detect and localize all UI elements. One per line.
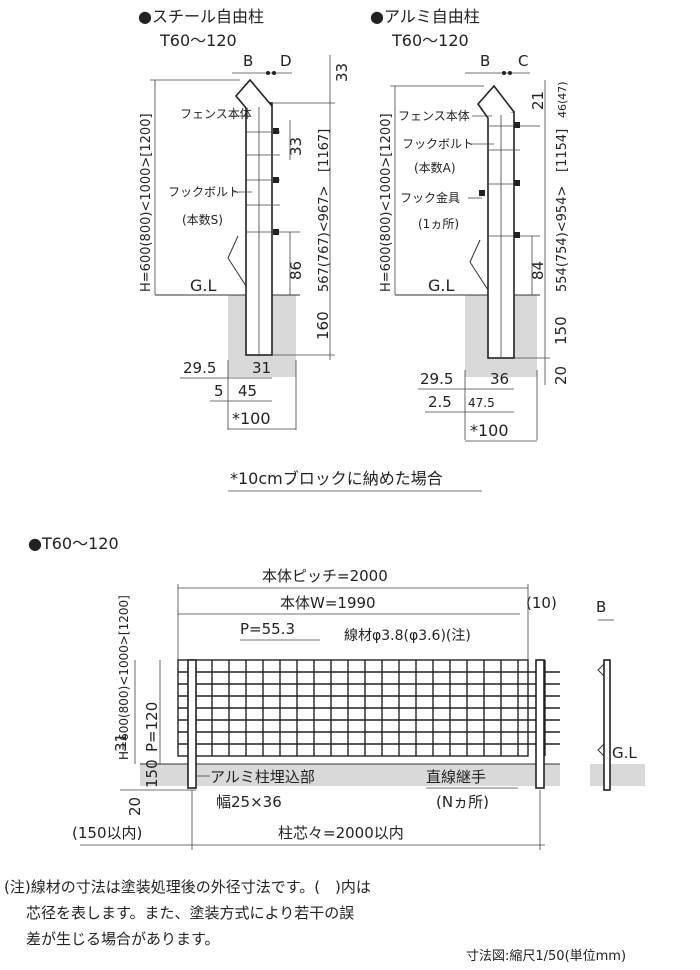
front-center-span: 柱芯々=2000以内 xyxy=(278,824,404,842)
steel-label-d: D xyxy=(280,52,292,70)
alumi-dim-46: 46(47) xyxy=(556,81,569,118)
alumi-label-b: B xyxy=(480,52,490,70)
steel-dim-160: 160 xyxy=(314,311,332,340)
steel-dim-1167: [1167] xyxy=(317,129,332,172)
front-side-gl: G.L xyxy=(612,744,637,762)
steel-label-hook-count: (本数S) xyxy=(182,212,223,227)
steel-label-hook-bolt: フックボルト xyxy=(168,185,240,199)
front-dim-150: 150 xyxy=(143,759,161,788)
front-view: ●T60〜120 本体ピッチ=2000 本体W=1990 (10) P=55.3… xyxy=(28,534,645,850)
alumi-label-c: C xyxy=(518,52,528,70)
front-side-b: B xyxy=(596,598,606,616)
front-post-size: 幅25×36 xyxy=(216,793,282,811)
steel-label-gl: G.L xyxy=(190,276,216,295)
steel-label-b: B xyxy=(243,52,253,70)
front-left-span: (150以内) xyxy=(72,824,142,842)
note-line-3: 差が生じる場合があります。 xyxy=(26,930,220,948)
front-joint: 直線継手 xyxy=(426,768,486,786)
alumi-label-hook-bolt: フックボルト xyxy=(402,137,474,151)
alumi-label-hook-fitting: フック金具 xyxy=(400,190,460,205)
front-width: 本体W=1990 xyxy=(280,594,376,612)
front-pitch-p: P=55.3 xyxy=(240,620,295,638)
alumi-dim-1154: [1154] xyxy=(555,129,570,172)
front-title: ●T60〜120 xyxy=(28,534,119,553)
alumi-label-fence-body: フェンス本体 xyxy=(398,109,470,123)
alumi-dim-47-5: 47.5 xyxy=(468,396,495,410)
steel-dim-31: 31 xyxy=(252,359,271,377)
alumi-label-gl: G.L xyxy=(428,276,454,295)
steel-title: ●スチール自由柱 xyxy=(138,7,264,26)
alumi-height-label: H=600(800)<1000>[1200] xyxy=(379,113,394,292)
alumi-label-fitting-count: (1ヵ所) xyxy=(418,217,459,231)
alumi-dim-2-5: 2.5 xyxy=(428,393,452,411)
note-line-1: (注)線材の寸法は塗装処理後の外径寸法です。( )内は xyxy=(4,878,371,896)
front-post-embed: アルミ柱埋込部 xyxy=(210,768,315,786)
front-joint-count: (Nヵ所) xyxy=(436,793,489,811)
scale-note: 寸法図:縮尺1/50(単位mm) xyxy=(466,948,626,964)
steel-dim-967: 567(767)<967> xyxy=(317,186,332,292)
alumi-dim-84: 84 xyxy=(529,261,547,280)
front-pitch: 本体ピッチ=2000 xyxy=(262,567,388,585)
alumi-dim-100: *100 xyxy=(470,421,509,440)
alumi-dim-150: 150 xyxy=(552,316,570,345)
steel-dim-45: 45 xyxy=(238,382,257,400)
steel-dim-100: *100 xyxy=(232,409,271,428)
alumi-dim-36: 36 xyxy=(490,370,509,388)
front-dim-20: 20 xyxy=(126,797,144,816)
alumi-dim-954: 554(754)<954> xyxy=(555,186,570,292)
steel-dim-33: 33 xyxy=(287,137,305,156)
alumi-label-hook-count: (本数A) xyxy=(414,160,456,175)
alumi-title: ●アルミ自由柱 xyxy=(370,7,480,26)
front-dim-31: 31 xyxy=(112,733,130,752)
front-dim-120: P=120 xyxy=(143,702,161,752)
front-wire: 線材φ3.8(φ3.6)(注) xyxy=(344,628,471,644)
steel-dim-86: 86 xyxy=(287,261,305,280)
steel-dim-29-5: 29.5 xyxy=(183,359,216,377)
steel-height-label: H=600(800)<1000>[1200] xyxy=(139,113,154,292)
note-line-2: 芯径を表します。また、塗装方式により若干の誤 xyxy=(26,904,354,922)
alumi-post-detail: ●アルミ自由柱 T60〜120 B C フェンス本体 フックボルト (本数A) … xyxy=(370,7,570,442)
steel-dim-5: 5 xyxy=(214,382,224,400)
steel-label-fence-body: フェンス本体 xyxy=(180,107,252,121)
alumi-dim-20: 20 xyxy=(552,366,570,385)
alumi-model: T60〜120 xyxy=(391,31,469,50)
alumi-dim-29-5: 29.5 xyxy=(420,370,453,388)
alumi-dim-21: 21 xyxy=(529,91,547,110)
block-note: *10cmブロックに納めた場合 xyxy=(230,469,443,488)
steel-post-detail: ●スチール自由柱 T60〜120 B D フェンス本体 フックボルト (本数S) xyxy=(138,7,351,430)
steel-dim-top: 33 xyxy=(333,63,351,82)
steel-model: T60〜120 xyxy=(159,31,237,50)
front-gap: (10) xyxy=(526,594,557,612)
front-height-label: H=600(800)<1000>[1200] xyxy=(117,595,131,760)
